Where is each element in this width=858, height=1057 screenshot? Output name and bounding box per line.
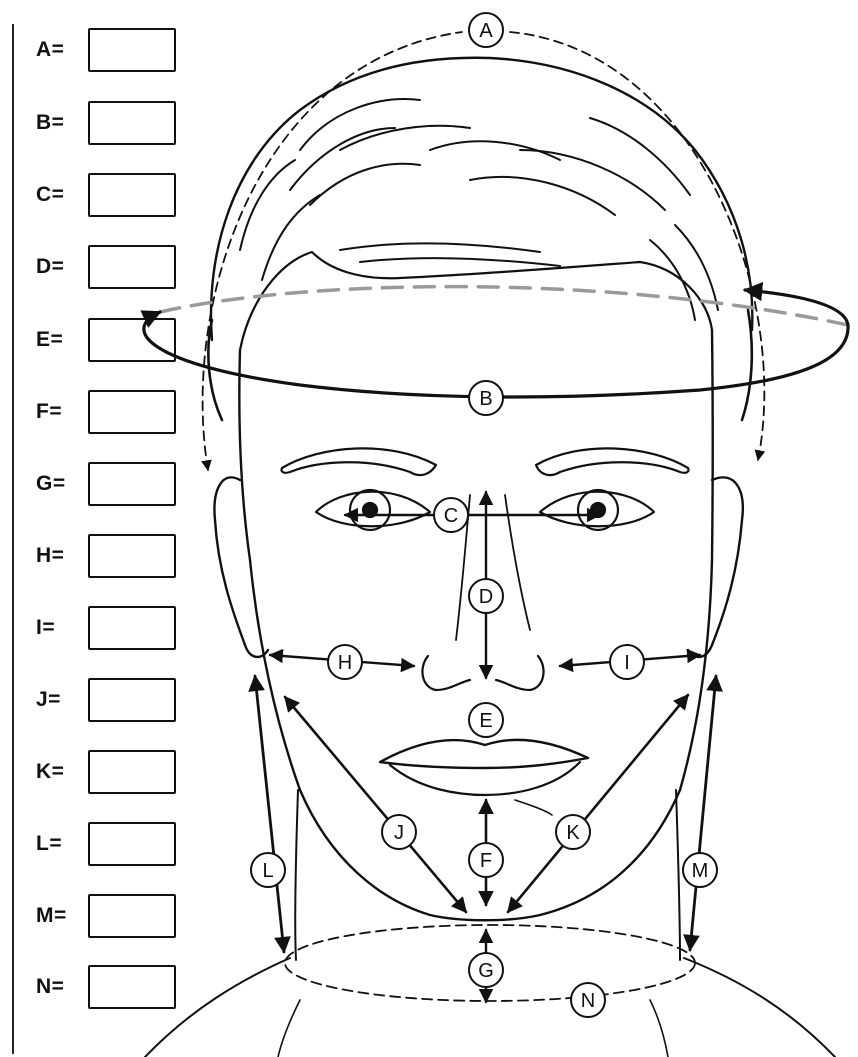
marker-i: I: [610, 645, 644, 679]
left-shoulder: [145, 958, 290, 1057]
right-eye: [540, 490, 654, 530]
marker-h: H: [328, 645, 362, 679]
svg-text:B: B: [479, 388, 492, 410]
right-ear: [688, 477, 743, 657]
svg-text:F: F: [480, 850, 492, 872]
svg-text:I: I: [624, 652, 630, 674]
marker-g: G: [469, 953, 503, 987]
right-sideburn: [742, 310, 752, 420]
svg-text:M: M: [692, 860, 709, 882]
measure-k-line: [508, 695, 688, 912]
right-nostril: [496, 656, 544, 690]
neck-right: [676, 790, 680, 960]
measure-j-line: [285, 697, 466, 912]
left-nostril: [422, 656, 470, 690]
marker-e: E: [469, 703, 503, 737]
neck-left: [295, 790, 298, 960]
chin-crease: [515, 800, 552, 815]
svg-text:K: K: [566, 822, 580, 844]
face-outline: [239, 330, 712, 920]
right-eyebrow: [536, 448, 689, 475]
svg-text:C: C: [444, 505, 458, 527]
hairline: [240, 252, 712, 350]
svg-text:E: E: [479, 710, 492, 732]
marker-f: F: [469, 843, 503, 877]
right-shoulder: [684, 958, 835, 1057]
svg-text:N: N: [581, 990, 595, 1012]
marker-n: N: [571, 983, 605, 1017]
measure-l-line: [255, 676, 284, 952]
marker-k: K: [556, 815, 590, 849]
svg-text:D: D: [479, 586, 493, 608]
svg-text:A: A: [479, 20, 493, 42]
chest-line-right: [650, 1000, 668, 1057]
upper-lip: [380, 740, 588, 768]
svg-text:L: L: [262, 860, 273, 882]
marker-c: C: [434, 498, 468, 532]
svg-text:J: J: [394, 822, 404, 844]
left-eye: [316, 490, 430, 530]
marker-d: D: [469, 579, 503, 613]
svg-text:H: H: [338, 652, 352, 674]
left-eyebrow: [281, 448, 436, 475]
marker-m: M: [683, 853, 717, 887]
measure-m-line: [690, 676, 716, 950]
svg-text:G: G: [478, 960, 494, 982]
marker-b: B: [469, 381, 503, 415]
marker-j: J: [382, 815, 416, 849]
marker-l: L: [251, 853, 285, 887]
marker-a: A: [469, 13, 503, 47]
chest-line-left: [278, 1000, 300, 1057]
